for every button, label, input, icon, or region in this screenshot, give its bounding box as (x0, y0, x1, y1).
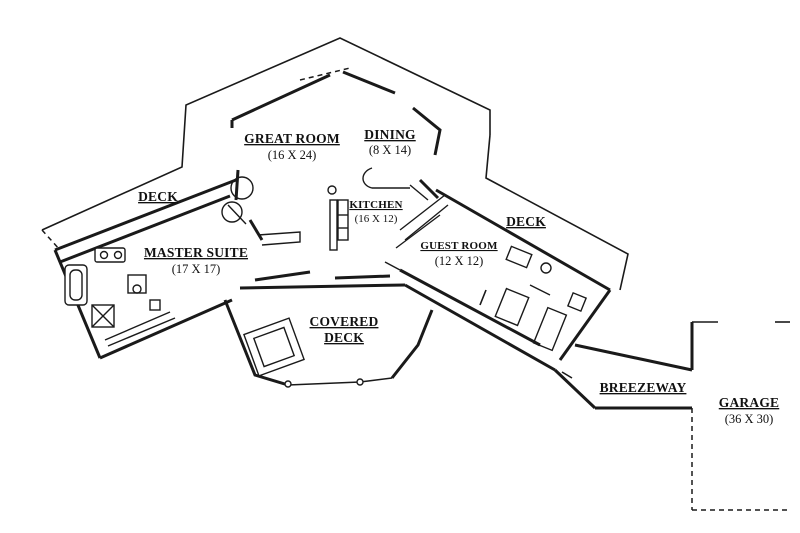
guest-room-walls (435, 188, 612, 361)
dining-size: (8 X 14) (369, 143, 411, 157)
master-suite-walls (53, 178, 237, 360)
breezeway-label: BREEZEWAY (600, 380, 687, 395)
dining-label: DINING (364, 127, 416, 142)
interior-walls (239, 261, 556, 372)
deck-right-label: DECK (506, 214, 546, 229)
deck-outline (41, 37, 629, 291)
guest-sink-icon (540, 262, 552, 274)
guest-room-label: GUEST ROOM (420, 240, 498, 252)
kitchen-size: (16 X 12) (355, 213, 398, 225)
breezeway-walls (553, 343, 693, 410)
bathtub-icon (64, 264, 88, 306)
guest-tub-icon (505, 245, 533, 269)
covered-deck-outline (223, 299, 434, 388)
covered-deck-label-1: COVERED (310, 314, 379, 329)
deck-left-label: DECK (138, 189, 178, 204)
great-room-size: (16 X 24) (268, 148, 317, 162)
room-labels: GREAT ROOM (16 X 24) DINING (8 X 14) KIT… (138, 127, 779, 426)
guest-room-size: (12 X 12) (435, 254, 484, 268)
hot-tub-icon (243, 317, 305, 377)
great-room-label: GREAT ROOM (244, 131, 340, 146)
garage-size: (36 X 30) (725, 412, 774, 426)
kitchen-label: KITCHEN (349, 199, 402, 211)
covered-deck-label-2: DECK (324, 330, 364, 345)
great-room-walls (230, 67, 442, 201)
master-suite-label: MASTER SUITE (144, 245, 248, 260)
vanity-icon (94, 247, 126, 263)
garage-outline (690, 321, 790, 511)
garage-label: GARAGE (719, 395, 779, 410)
toilet-icon (127, 274, 147, 294)
fireplace-icon (221, 176, 301, 246)
kitchen-counters (327, 167, 449, 251)
shower-icon (91, 304, 115, 328)
master-suite-size: (17 X 17) (172, 262, 221, 276)
